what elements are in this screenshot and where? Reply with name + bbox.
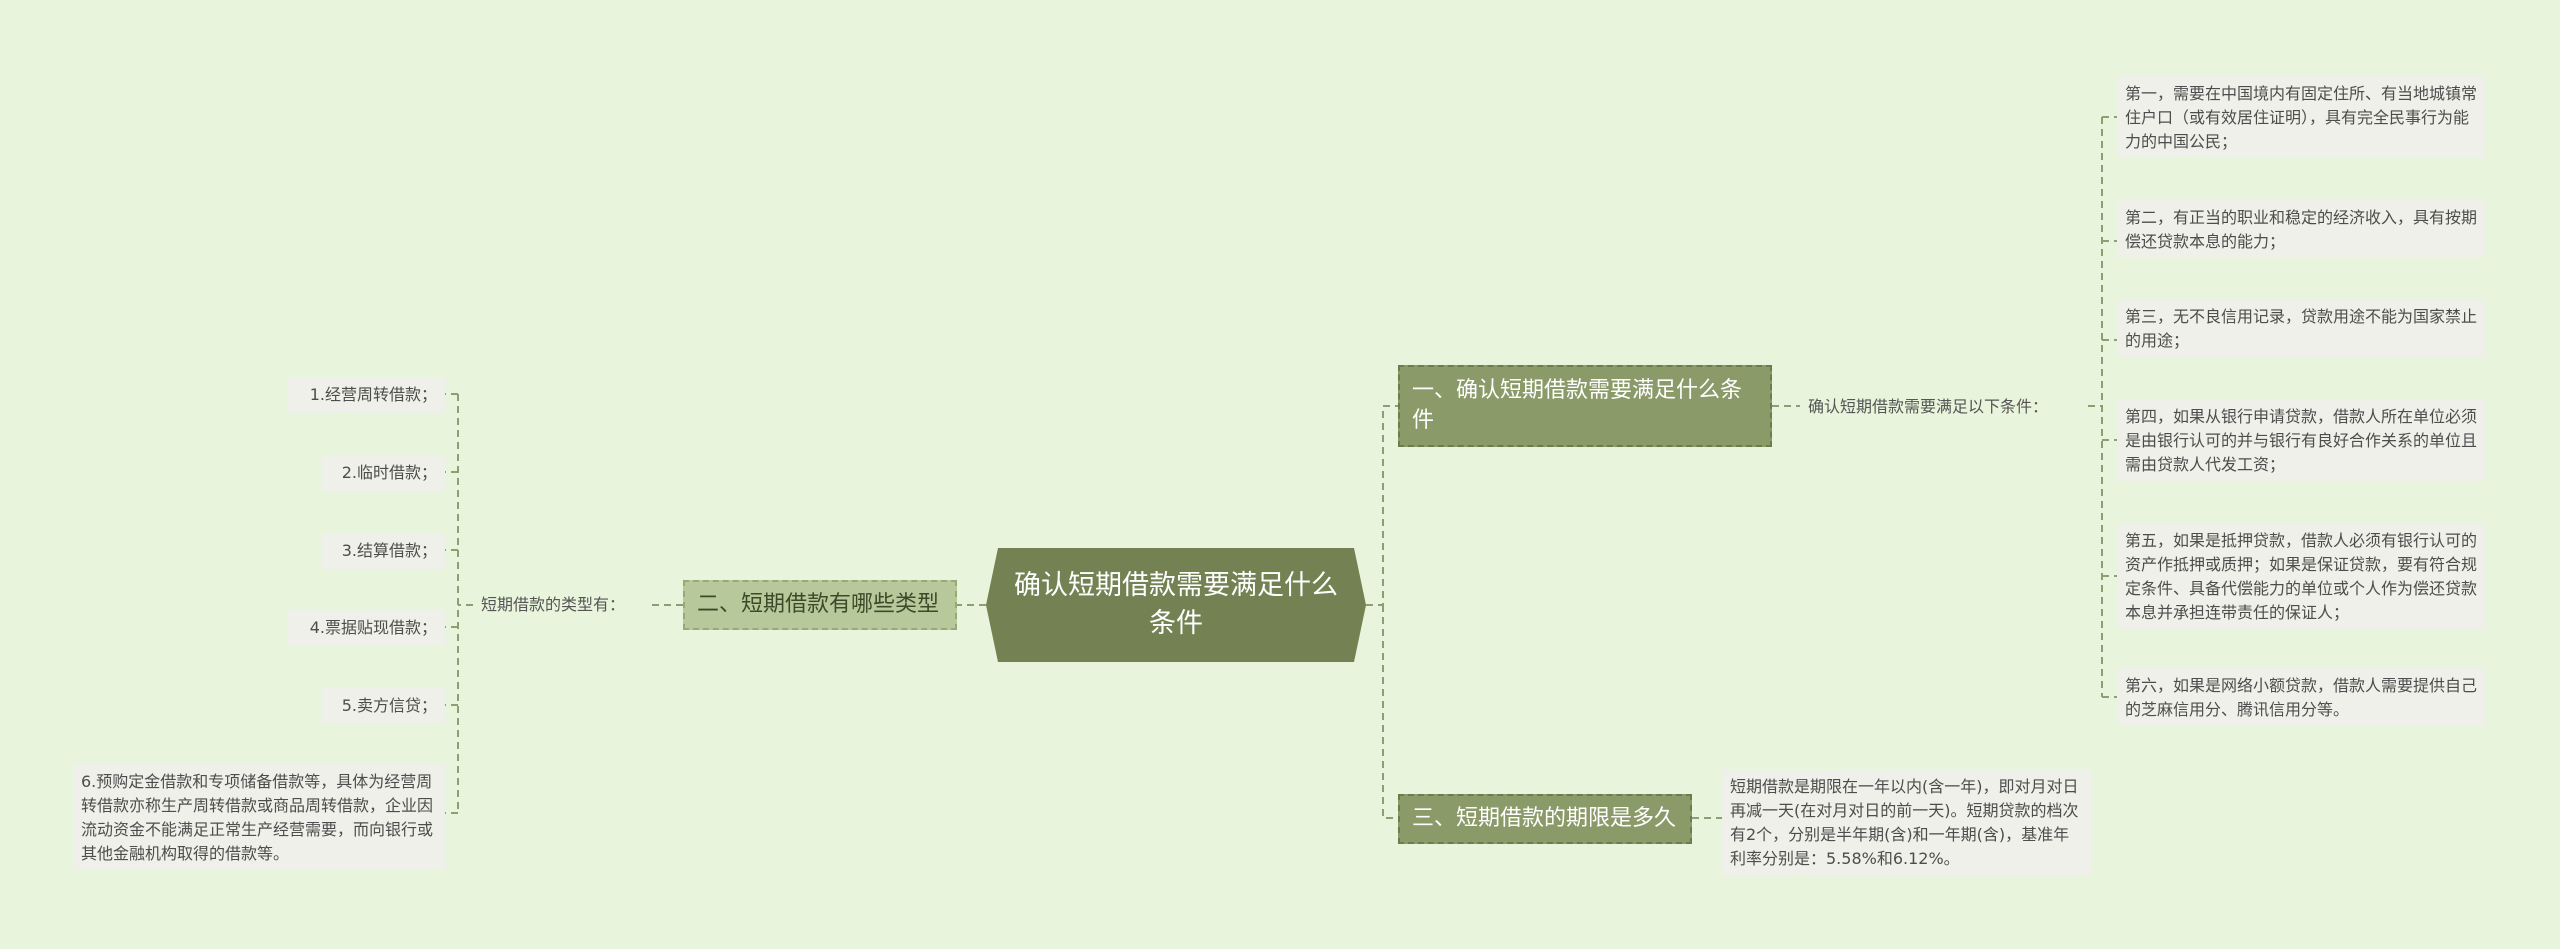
sub-conditions[interactable]: 确认短期借款需要满足以下条件： [1808, 394, 2088, 420]
link-root-branch1 [1366, 405, 1398, 606]
branch-conditions[interactable]: 一、确认短期借款需要满足什么条件 [1398, 365, 1772, 447]
type-item[interactable]: 4.票据贴现借款； [287, 610, 445, 646]
root-title: 确认短期借款需要满足什么条件 [1014, 570, 1338, 639]
term-item[interactable]: 短期借款是期限在一年以内(含一年)，即对月对日再减一天(在对月对日的前一天)。短… [1722, 769, 2092, 875]
link-sub-leftleaves [445, 393, 473, 814]
branch-term-title: 三、短期借款的期限是多久 [1412, 806, 1677, 831]
type-item[interactable]: 2.临时借款； [322, 455, 445, 491]
branch-types-title: 二、短期借款有哪些类型 [697, 592, 940, 617]
link-root-branch3 [1382, 605, 1398, 819]
sub-types[interactable]: 短期借款的类型有： [481, 592, 650, 618]
root-topic[interactable]: 确认短期借款需要满足什么条件 [986, 548, 1366, 662]
type-item[interactable]: 5.卖方信贷； [322, 688, 445, 724]
condition-item[interactable]: 第五，如果是抵押贷款，借款人必须有银行认可的资产作抵押或质押；如果是保证贷款，要… [2117, 523, 2485, 629]
link-sub-leaves [2088, 116, 2117, 698]
condition-item[interactable]: 第二，有正当的职业和稳定的经济收入，具有按期偿还贷款本息的能力； [2117, 200, 2485, 258]
condition-item[interactable]: 第一，需要在中国境内有固定住所、有当地城镇常住户口（或有效居住证明），具有完全民… [2117, 76, 2485, 158]
type-item[interactable]: 3.结算借款； [322, 533, 445, 569]
sub-conditions-label: 确认短期借款需要满足以下条件： [1808, 397, 2049, 416]
sub-types-label: 短期借款的类型有： [481, 595, 626, 614]
branch-conditions-title: 一、确认短期借款需要满足什么条件 [1412, 378, 1743, 433]
condition-item[interactable]: 第六，如果是网络小额贷款，借款人需要提供自己的芝麻信用分、腾讯信用分等。 [2117, 668, 2485, 726]
branch-term[interactable]: 三、短期借款的期限是多久 [1398, 794, 1692, 844]
branch-types[interactable]: 二、短期借款有哪些类型 [683, 580, 957, 630]
condition-item[interactable]: 第三，无不良信用记录，贷款用途不能为国家禁止的用途； [2117, 299, 2485, 357]
type-item[interactable]: 1.经营周转借款； [287, 377, 445, 413]
type-item[interactable]: 6.预购定金借款和专项储备借款等，具体为经营周转借款亦称生产周转借款或商品周转借… [73, 764, 445, 870]
condition-item[interactable]: 第四，如果从银行申请贷款，借款人所在单位必须是由银行认可的并与银行有良好合作关系… [2117, 399, 2485, 481]
